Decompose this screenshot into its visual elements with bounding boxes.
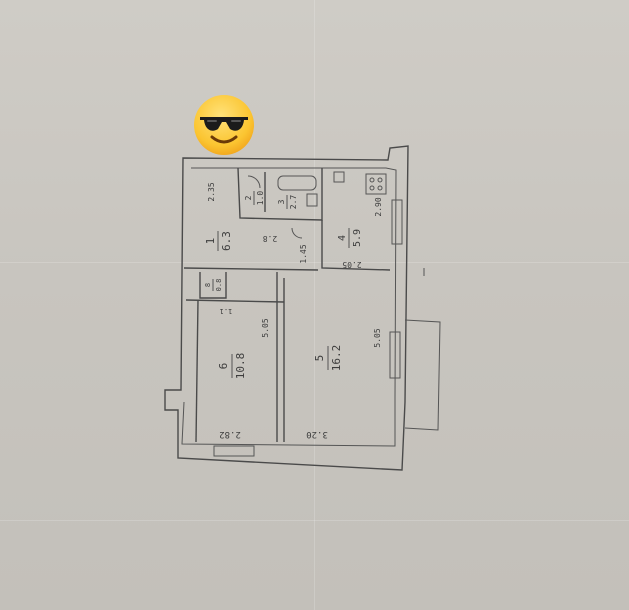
dimension-label: 5.05: [373, 328, 382, 347]
room-number: 2: [244, 195, 253, 200]
interior-wall: [199, 272, 227, 299]
balcony-outline: [404, 319, 441, 431]
room-area: 2.7: [289, 195, 298, 210]
room-number: 1: [204, 238, 217, 245]
room-area: 6.3: [220, 231, 233, 251]
window: [213, 445, 255, 457]
room-number: 8: [204, 283, 212, 287]
smiling-face-with-sunglasses-icon: [194, 95, 254, 155]
dimension-label: 2.82: [219, 429, 241, 439]
room-number: 3: [277, 199, 286, 204]
dimension-label: 2.35: [207, 182, 216, 201]
burner-icon: [369, 185, 375, 191]
interior-wall: [185, 299, 285, 303]
door-swing: [247, 175, 261, 189]
room-area: 1.0: [256, 191, 265, 206]
room-number: 5: [313, 355, 326, 362]
burner-icon: [369, 177, 375, 183]
window: [389, 331, 401, 379]
dimension-label: 1.1: [220, 307, 233, 315]
burner-icon: [377, 185, 383, 191]
dimension-label: 2.05: [342, 260, 361, 269]
door-swing: [291, 227, 303, 239]
fold-crease: [314, 0, 315, 610]
fold-crease: [0, 520, 629, 521]
room-area: 5.9: [352, 229, 363, 247]
toilet-icon: [306, 193, 318, 207]
dimension-label: 3.20: [306, 429, 328, 439]
room-area: 0.8: [215, 279, 223, 292]
room-number: 6: [217, 363, 230, 370]
fold-crease: [0, 262, 629, 263]
outer-wall-inner: [181, 167, 397, 447]
interior-wall: [183, 267, 319, 271]
stove-icon: [365, 173, 387, 195]
bathtub-icon: [277, 175, 317, 191]
room-area: 10.8: [234, 353, 247, 380]
dimension-label: 2.90: [374, 197, 383, 216]
room-area: 16.2: [330, 345, 343, 372]
burner-icon: [377, 177, 383, 183]
room-number: 4: [337, 235, 348, 241]
dimension-label: 2.8: [263, 234, 278, 243]
interior-wall: [321, 220, 391, 271]
dimension-label: 5.05: [261, 318, 270, 337]
outer-wall: [164, 145, 409, 471]
dimension-label: 1.45: [299, 244, 308, 263]
interior-wall: [237, 167, 323, 221]
interior-wall: [195, 299, 199, 443]
window: [391, 199, 403, 245]
sink-icon: [333, 171, 345, 183]
